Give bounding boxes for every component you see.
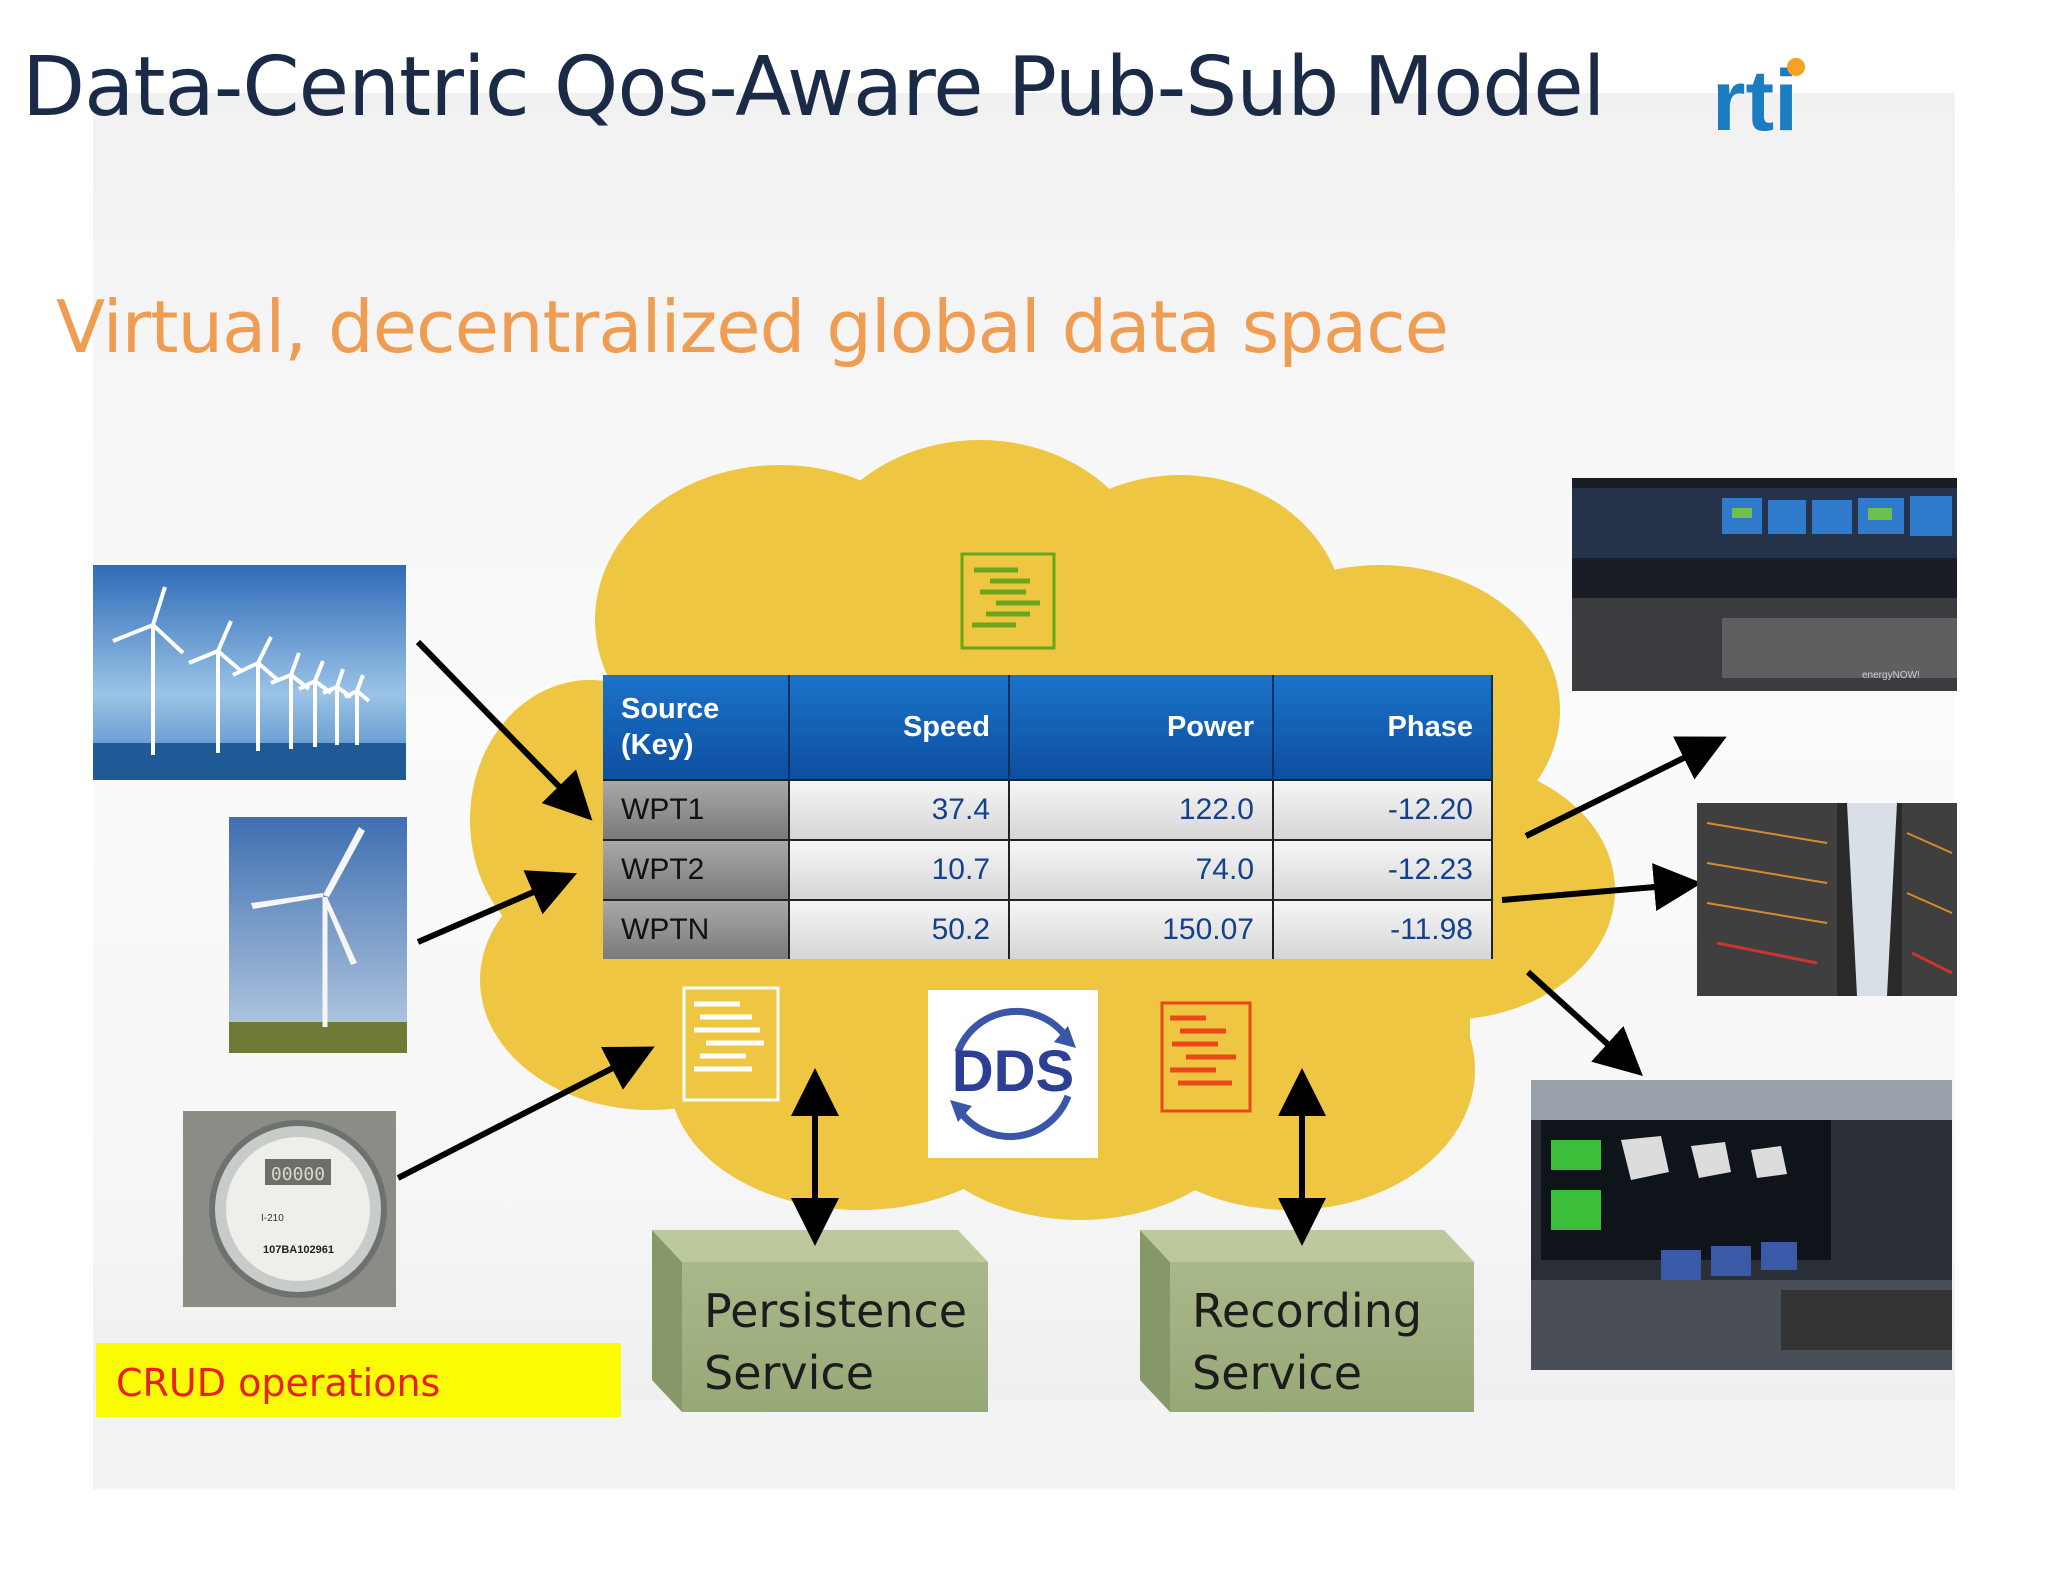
wind-turbine-photo (229, 817, 407, 1053)
arrow-meter-to-cloud (396, 1046, 655, 1181)
green-document-icon (960, 552, 1056, 650)
arrow-cloud-to-datacenter (1501, 863, 1702, 911)
cell-key: WPT1 (603, 779, 790, 840)
header-source-key: Source(Key) (603, 675, 790, 780)
cell-speed: 50.2 (789, 899, 1010, 959)
slide-subtitle: Virtual, decentralized global data space (56, 285, 1449, 369)
arrow-cloud-to-operations-center (1525, 969, 1643, 1077)
recording-service-box (1140, 1230, 1474, 1412)
dds-logo-text: DDS (952, 1039, 1074, 1104)
cell-power: 150.07 (1009, 899, 1274, 959)
cell-key: WPT2 (603, 839, 790, 900)
svg-text:I-210: I-210 (261, 1213, 284, 1224)
rti-logo: rti (1712, 53, 1805, 140)
control-room-watermark: energyNOW! (1862, 670, 1920, 681)
recording-line1: Recording (1192, 1284, 1423, 1338)
service-arrows (791, 1068, 1326, 1246)
electric-meter-photo: 00000 I-210 107BA102961 (183, 1111, 396, 1307)
wind-farm-photo (93, 565, 406, 780)
cell-phase: -12.23 (1273, 839, 1493, 900)
cell-speed: 37.4 (789, 779, 1010, 840)
crud-operations-label: CRUD operations (96, 1343, 621, 1417)
publish-arrows (396, 639, 655, 1181)
rti-logo-dot (1787, 58, 1805, 76)
control-room-photo: energyNOW! (1572, 478, 1957, 691)
cell-phase: -11.98 (1273, 899, 1493, 959)
arrow-cloud-to-control-room (1524, 736, 1727, 839)
svg-text:00000: 00000 (271, 1164, 325, 1185)
cell-power: 122.0 (1009, 779, 1274, 840)
cell-key: WPTN (603, 899, 790, 959)
persistence-service-label: Persistence Service (704, 1280, 967, 1404)
red-document-icon (1160, 1001, 1252, 1113)
cell-speed: 10.7 (789, 839, 1010, 900)
table-row: WPTN 50.2 150.07 -11.98 (603, 899, 1493, 959)
arrow-windfarm-to-cloud (415, 639, 593, 821)
dds-logo: DDS (928, 990, 1098, 1158)
meter-serial: 107BA102961 (263, 1244, 334, 1256)
data-table: Source(Key) Speed Power Phase WPT1 37.4 … (603, 675, 1493, 959)
recording-line2: Service (1192, 1346, 1363, 1400)
white-document-icon (682, 986, 780, 1102)
operations-center-photo (1531, 1080, 1952, 1370)
header-phase: Phase (1273, 675, 1493, 780)
recording-service-label: Recording Service (1192, 1280, 1422, 1404)
header-power: Power (1009, 675, 1274, 780)
slide-title: Data-Centric Qos-Aware Pub-Sub Model (22, 40, 1606, 135)
table-row: WPT2 10.7 74.0 -12.23 (603, 839, 1493, 900)
cell-phase: -12.20 (1273, 779, 1493, 840)
arrow-turbine-to-cloud (416, 870, 578, 945)
persistence-service-box (652, 1230, 988, 1412)
table-header-row: Source(Key) Speed Power Phase (603, 675, 1493, 780)
header-speed: Speed (789, 675, 1010, 780)
subscribe-arrows (1501, 736, 1727, 1077)
table-row: WPT1 37.4 122.0 -12.20 (603, 779, 1493, 840)
cell-power: 74.0 (1009, 839, 1274, 900)
persistence-line1: Persistence (704, 1284, 968, 1338)
datacenter-photo (1697, 803, 1957, 996)
crud-label-text: CRUD operations (116, 1361, 441, 1405)
persistence-line2: Service (704, 1346, 875, 1400)
rti-logo-text: rti (1712, 53, 1798, 140)
